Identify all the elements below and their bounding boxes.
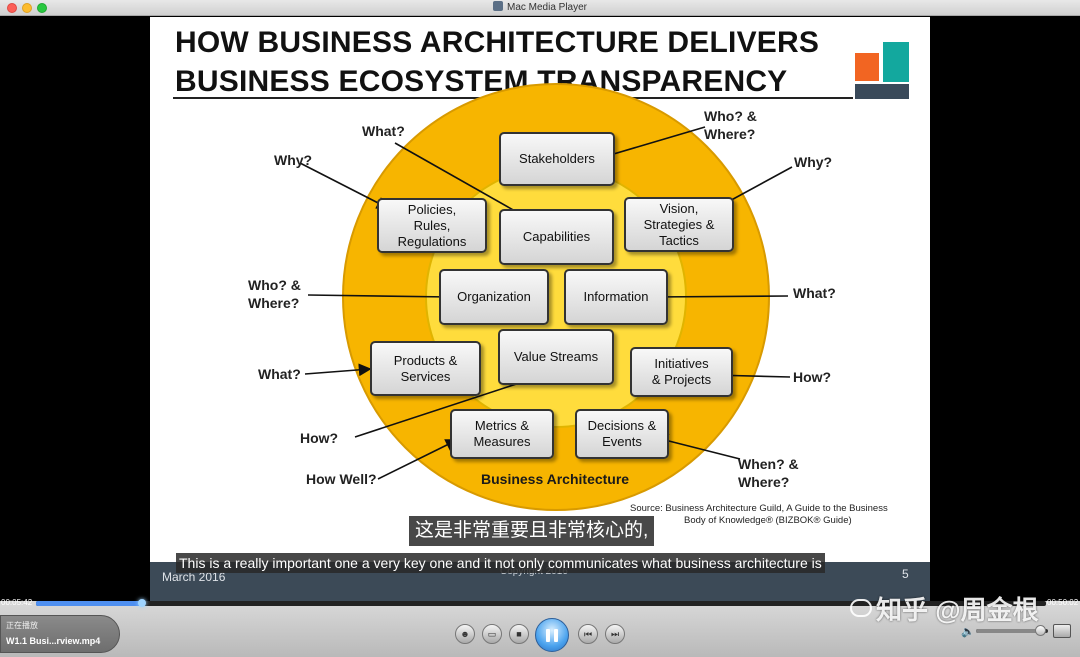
people-icon: ☻ <box>460 629 470 639</box>
folder-icon: ▭ <box>487 628 497 639</box>
box-information: Information <box>564 269 668 325</box>
footer-date: March 2016 <box>162 570 226 584</box>
box-decisions-events: Decisions & Events <box>575 409 669 459</box>
question-why-left: Why? <box>274 152 313 168</box>
open-file-button[interactable]: ▭ <box>482 624 502 644</box>
question-why-right: Why? <box>794 154 833 170</box>
seek-progress <box>36 601 143 606</box>
maximize-window-button[interactable] <box>37 3 47 13</box>
footer-page-number: 5 <box>902 567 909 581</box>
business-architecture-label: Business Architecture <box>481 471 630 487</box>
subtitle-english: This is a really important one a very ke… <box>176 553 825 573</box>
volume-level <box>976 629 1041 633</box>
source-citation-line-2: Body of Knowledge® (BIZBOK® Guide) <box>684 515 852 526</box>
question-when-where: When? & Where? <box>738 456 799 490</box>
fullscreen-button[interactable] <box>1053 624 1071 638</box>
volume-slider[interactable] <box>976 625 1048 636</box>
question-what-top: What? <box>362 123 405 139</box>
next-button[interactable]: ⏭ <box>605 624 625 644</box>
arrow-what-products <box>304 363 372 377</box>
minimize-window-button[interactable] <box>22 3 32 13</box>
question-how-well: How Well? <box>306 471 377 487</box>
logo-teal-block <box>883 42 909 82</box>
question-what-right: What? <box>793 285 836 301</box>
elapsed-time: 00:05:42 <box>1 598 33 607</box>
box-stakeholders: Stakeholders <box>499 132 615 186</box>
now-playing-file: W1.1 Busi...rview.mp4 <box>6 636 101 646</box>
slide-title-line-2: BUSINESS ECOSYSTEM TRANSPARENCY <box>175 65 788 98</box>
question-who-where-left: Who? & Where? <box>248 277 301 311</box>
box-vision-strategies-tactics: Vision, Strategies & Tactics <box>624 197 734 252</box>
player-controls: 00:05:42 00:50:02 正在播放 W1.1 Busi...rview… <box>0 598 1080 657</box>
arrow-who-stakeholders <box>598 126 706 161</box>
close-window-button[interactable] <box>7 3 17 13</box>
pause-icon-bar <box>554 628 558 642</box>
subtitle-chinese: 这是非常重要且非常核心的, <box>409 516 655 546</box>
arrow-what-information <box>648 290 789 304</box>
window-title: Mac Media Player <box>506 2 588 13</box>
box-organization: Organization <box>439 269 549 325</box>
watermark: 知乎 @周金根 <box>850 590 1039 627</box>
box-initiatives-projects: Initiatives & Projects <box>630 347 733 397</box>
question-how-right: How? <box>793 369 832 385</box>
question-who-where-top: Who? & Where? <box>704 108 757 142</box>
next-icon: ⏭ <box>610 628 620 639</box>
box-capabilities: Capabilities <box>499 209 614 265</box>
box-products-services: Products & Services <box>370 341 481 396</box>
volume-icon[interactable]: 🔈 <box>961 626 975 638</box>
chat-bubble-icon <box>850 599 872 617</box>
watermark-text: 知乎 @周金根 <box>876 595 1039 625</box>
logo-orange-block <box>855 53 879 81</box>
arrow-why-policies <box>299 162 390 209</box>
volume-thumb[interactable] <box>1034 625 1046 636</box>
stop-button[interactable]: ■ <box>509 624 529 644</box>
slide-title: HOW BUSINESS ARCHITECTURE DELIVERS BUSIN… <box>175 23 825 101</box>
arrow-who-organization <box>307 290 453 304</box>
pause-button[interactable] <box>535 618 569 652</box>
pause-icon <box>546 628 550 642</box>
playlist-button[interactable]: ☻ <box>455 624 475 644</box>
title-bar[interactable]: Mac Media Player <box>0 0 1080 16</box>
source-citation: Source: Business Architecture Guild, A G… <box>630 503 888 514</box>
box-policies-rules-regulations: Policies, Rules, Regulations <box>377 198 487 253</box>
total-time: 00:50:02 <box>1047 598 1079 607</box>
previous-button[interactable]: ⏮ <box>578 624 598 644</box>
presentation-slide: HOW BUSINESS ARCHITECTURE DELIVERS BUSIN… <box>150 17 930 601</box>
now-playing-panel: 正在播放 W1.1 Busi...rview.mp4 <box>0 615 120 653</box>
seek-thumb[interactable] <box>138 599 147 607</box>
previous-icon: ⏮ <box>583 628 593 639</box>
question-how-left: How? <box>300 430 339 446</box>
arrow-howwell-metrics <box>377 439 459 480</box>
logo-base-bar <box>855 84 909 99</box>
window-title-group: Mac Media Player <box>0 1 1080 13</box>
arrow-when-decisions <box>655 434 741 460</box>
box-value-streams: Value Streams <box>498 329 614 385</box>
now-playing-label: 正在播放 <box>6 621 38 630</box>
seek-bar[interactable] <box>36 599 1046 607</box>
slide-title-line-1: HOW BUSINESS ARCHITECTURE DELIVERS <box>175 26 820 59</box>
stop-icon: ■ <box>516 629 522 639</box>
question-what-left: What? <box>258 366 301 382</box>
video-area[interactable]: HOW BUSINESS ARCHITECTURE DELIVERS BUSIN… <box>0 17 1080 601</box>
box-metrics-measures: Metrics & Measures <box>450 409 554 459</box>
app-icon <box>492 1 503 11</box>
